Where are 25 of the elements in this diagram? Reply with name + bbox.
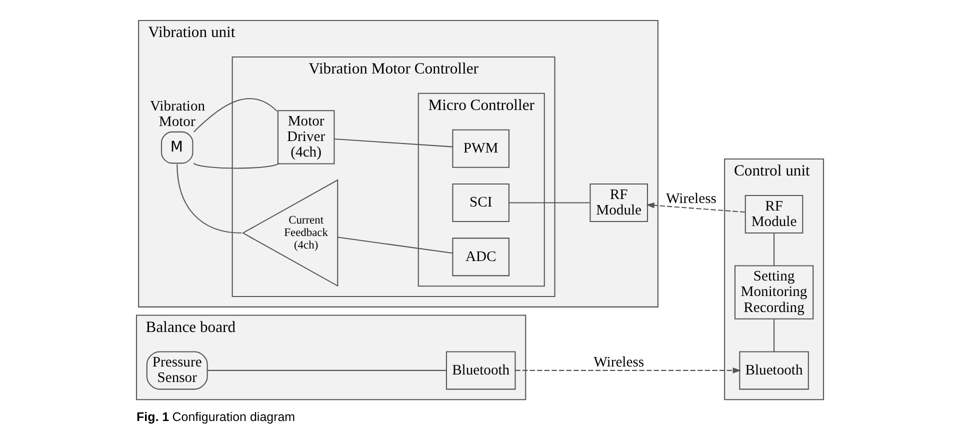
node-box: PWM <box>452 129 509 168</box>
connector <box>337 236 452 254</box>
node-box: Motor Driver (4ch) <box>276 110 334 164</box>
connector <box>192 98 277 132</box>
connector <box>773 233 774 266</box>
node-box: Pressure Sensor <box>146 351 208 390</box>
node-box: Setting Monitoring Recording <box>734 265 814 320</box>
arrow <box>514 368 741 374</box>
node-box: ADC <box>452 238 509 276</box>
connector <box>773 319 774 352</box>
node-label: Vibration Motor <box>150 98 205 130</box>
edge-label: Wireless <box>666 190 716 207</box>
connector <box>176 164 242 234</box>
connector <box>193 162 279 169</box>
edge-label: Wireless <box>593 354 644 370</box>
node-box: RF Module <box>744 194 803 234</box>
connector <box>206 370 446 371</box>
node-box: SCI <box>452 184 509 222</box>
node-box: Bluetooth <box>445 351 516 390</box>
connector <box>334 138 452 148</box>
arrow <box>646 202 744 213</box>
node-box: RF Module <box>589 184 648 222</box>
node-box: Bluetooth <box>738 351 808 390</box>
caption: Fig. 1 Configuration diagram <box>136 410 295 424</box>
connector <box>508 202 590 204</box>
